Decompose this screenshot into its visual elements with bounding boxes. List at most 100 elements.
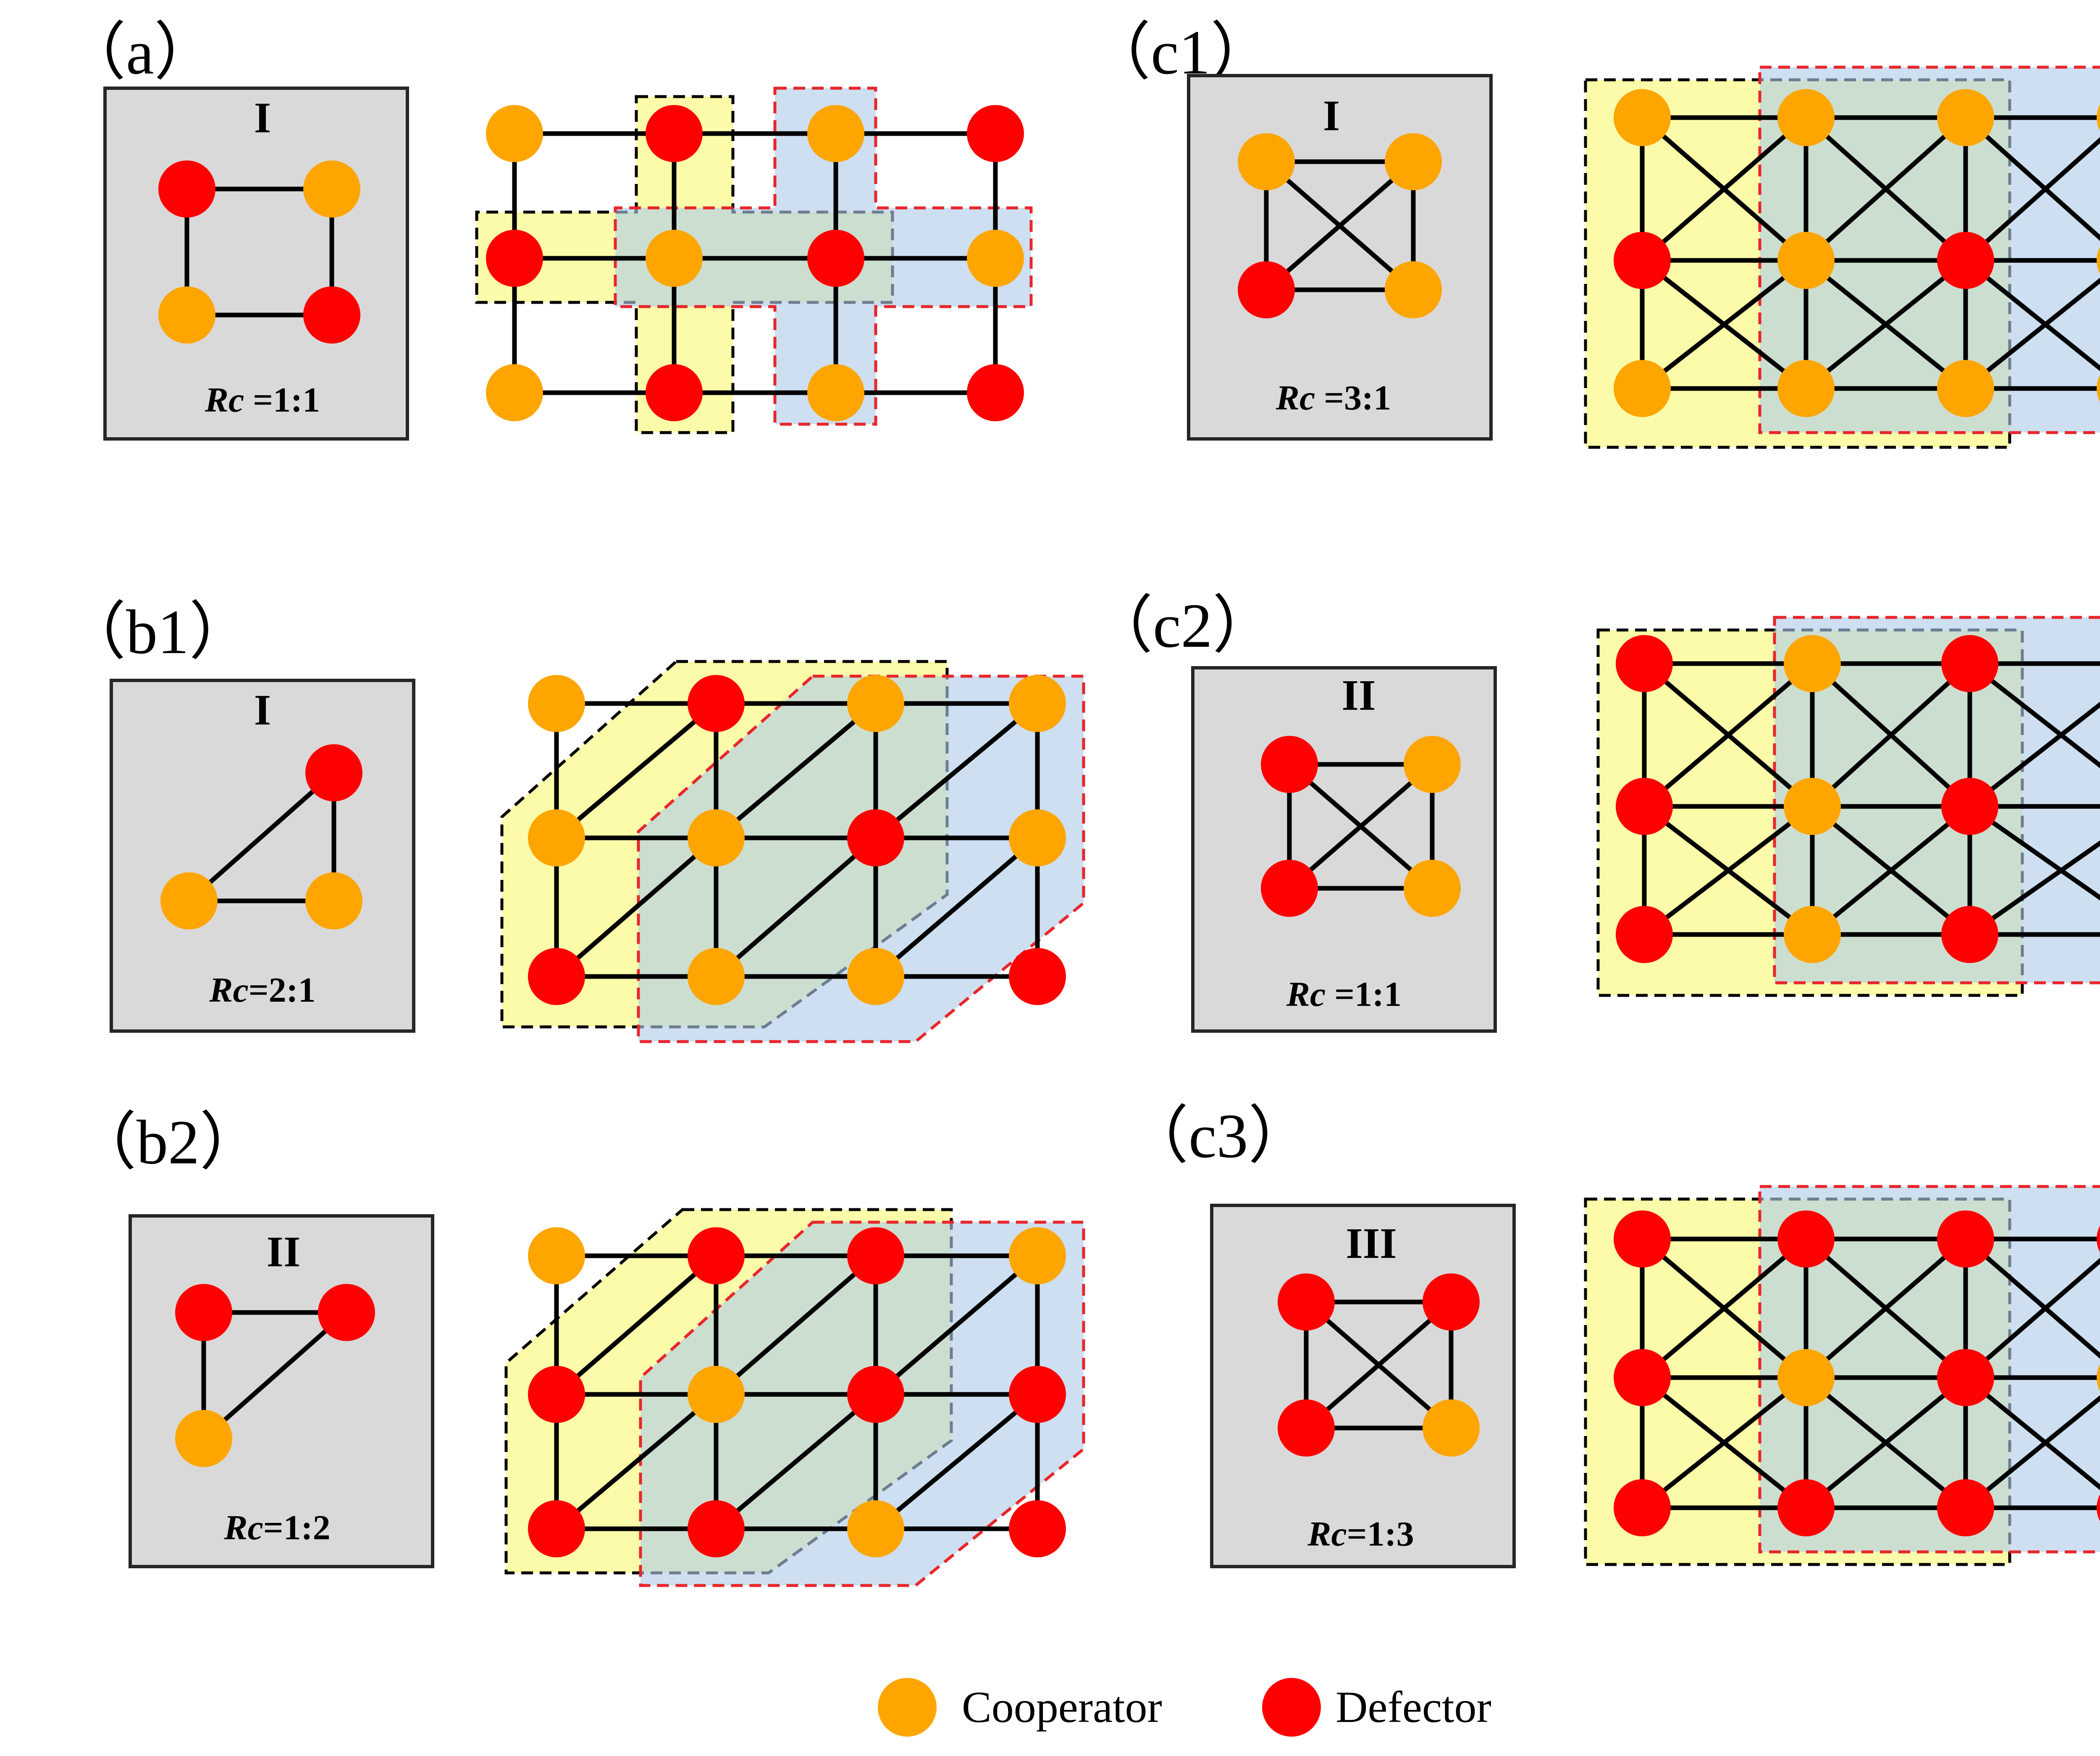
cooperator-node <box>688 948 745 1005</box>
defector-node <box>1278 1399 1335 1457</box>
defector-node <box>1937 1210 1994 1268</box>
defector-node <box>1261 736 1318 793</box>
defector-node <box>305 744 362 801</box>
cooperator-node <box>2097 1364 2100 1391</box>
defector-node <box>1941 778 1998 835</box>
motif-nodes-c1 <box>1238 133 1442 318</box>
lattice-edges-c2 <box>1642 661 2100 937</box>
motif-graph-c3 <box>1278 1273 1480 1457</box>
motif-nodes-a <box>158 160 360 344</box>
panel-label-c3: （c3） <box>1126 1101 1311 1171</box>
ratio-symbol-b1: Rc <box>209 971 248 1010</box>
ratio-value-b1: =2:1 <box>249 971 316 1010</box>
ratio-symbol-c1: Rc <box>1276 378 1315 417</box>
cooperator-node <box>1238 133 1295 190</box>
defector-node <box>807 230 864 287</box>
cooperator-node <box>486 105 543 162</box>
legend: Cooperator Defector <box>878 1678 1491 1737</box>
defector-node <box>2097 1226 2100 1252</box>
defector-node <box>1423 1273 1480 1331</box>
defector-node <box>1941 635 1998 692</box>
ratio-b1: Rc=2:1 <box>209 971 315 1010</box>
legend-cooperator-marker <box>878 1678 937 1737</box>
lattice-nodes-b1 <box>528 675 1066 1005</box>
motif-class-c1: I <box>1323 92 1340 140</box>
defector-node <box>1616 635 1673 692</box>
cooperator-node <box>847 675 904 732</box>
defector-node <box>1614 1479 1671 1536</box>
motif-box-c2: II Rc =1:1 <box>1191 666 1497 1033</box>
cooperator-node <box>528 675 585 732</box>
motif-class-c3: III <box>1346 1219 1396 1268</box>
motif-graph-b2 <box>175 1284 375 1467</box>
motif-box-b2: II Rc=1:2 <box>129 1214 434 1568</box>
lattice-edges-c3 <box>1640 1236 2100 1510</box>
ratio-c3: Rc=1:3 <box>1307 1515 1414 1554</box>
defector-node <box>1614 232 1671 289</box>
ratio-c1: Rc =3:1 <box>1276 378 1391 417</box>
cooperator-node <box>175 1410 232 1467</box>
cooperator-node <box>1385 261 1442 318</box>
defector-node <box>303 286 360 344</box>
lattice-edges-b2 <box>554 1253 1040 1531</box>
cooperator-node <box>1009 1227 1066 1284</box>
cooperator-node <box>1937 360 1994 417</box>
motif-box-a: I Rc =1:1 <box>103 87 409 441</box>
lattice-b2 <box>504 1208 1085 1587</box>
cooperator-node <box>1385 133 1442 190</box>
cooperator-node <box>1009 809 1066 866</box>
motif-class-b2: II <box>267 1228 301 1276</box>
cooperator-node <box>1784 778 1841 835</box>
ratio-a: Rc =1:1 <box>205 381 320 420</box>
motif-nodes-c3 <box>1278 1273 1480 1457</box>
ratio-b2: Rc=1:2 <box>223 1508 330 1547</box>
cooperator-node <box>1784 635 1841 692</box>
defector-node <box>1937 1479 1994 1536</box>
motif-graph-c1 <box>1238 133 1442 318</box>
motif-nodes-b2 <box>175 1284 375 1467</box>
defector-node <box>1616 778 1673 835</box>
defector-node <box>1937 232 1994 289</box>
cooperator-node <box>305 872 362 929</box>
motif-nodes-c2 <box>1261 736 1461 917</box>
ratio-c2: Rc =1:1 <box>1286 975 1402 1014</box>
cooperator-node <box>158 286 215 344</box>
defector-node <box>2097 1494 2100 1521</box>
cooperator-node <box>847 1500 904 1557</box>
cooperator-node <box>528 1227 585 1284</box>
motif-class-c2: II <box>1342 671 1376 719</box>
lattice-nodes-c2 <box>1616 635 1998 963</box>
ratio-value-c1: =3:1 <box>1315 378 1391 417</box>
ratio-symbol-c3: Rc <box>1307 1515 1347 1554</box>
defector-node <box>528 948 585 1005</box>
defector-node <box>688 675 745 732</box>
lattice-a <box>475 87 1033 434</box>
defector-node <box>646 105 703 162</box>
defector-node <box>1777 1479 1835 1536</box>
defector-node <box>967 364 1024 421</box>
ratio-value-b2: =1:2 <box>263 1508 331 1547</box>
panel-label-b1: （b1） <box>63 597 252 667</box>
defector-node <box>1261 860 1318 917</box>
motif-box-c1: I Rc =3:1 <box>1187 74 1493 441</box>
defector-node <box>318 1284 375 1341</box>
legend-defector-marker <box>1262 1678 1321 1737</box>
cooperator-node <box>1009 675 1066 732</box>
defector-node <box>1777 1210 1835 1268</box>
defector-node <box>688 1500 745 1557</box>
cooperator-node <box>1777 89 1835 146</box>
cooperator-node <box>1404 736 1461 793</box>
cooperator-node <box>303 160 360 218</box>
motif-graph-b1 <box>160 744 362 929</box>
defector-node <box>486 230 543 287</box>
ratio-symbol-c2: Rc <box>1286 975 1326 1014</box>
defector-node <box>1009 948 1066 1005</box>
cooperator-node <box>967 230 1024 287</box>
cooperator-node <box>1614 360 1671 417</box>
cooperator-node <box>2097 104 2100 131</box>
motif-graph-c2 <box>1261 736 1461 917</box>
defector-node <box>1614 1349 1671 1406</box>
motif-box-b1: I Rc=2:1 <box>110 679 415 1033</box>
lattice-c3 <box>1584 1185 2100 1566</box>
defector-node <box>528 1500 585 1557</box>
